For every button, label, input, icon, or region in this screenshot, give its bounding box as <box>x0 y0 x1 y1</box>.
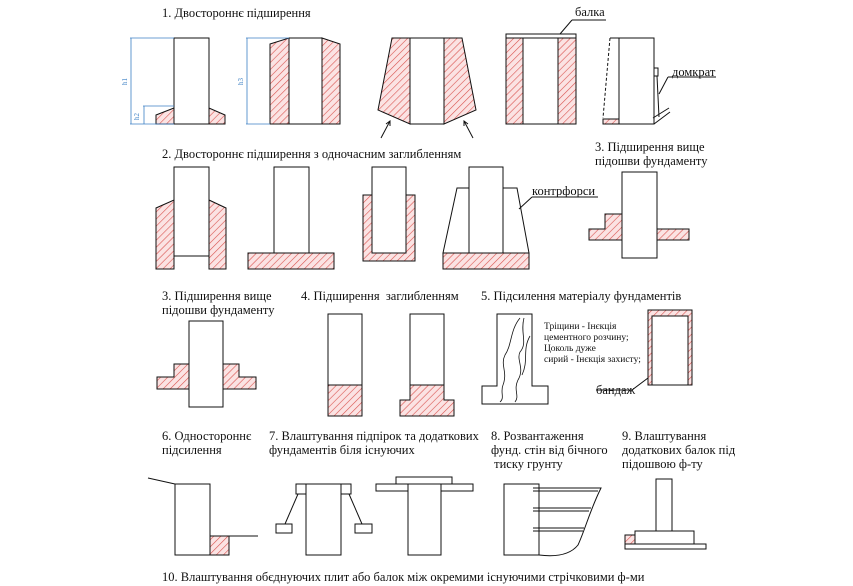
fig-7b <box>375 476 474 556</box>
callout-balka: балка <box>575 5 605 19</box>
label-section-1: 1. Двостороннє підширення <box>162 6 311 20</box>
fig-2a <box>155 166 227 270</box>
fig-3b <box>156 320 257 408</box>
callout-kontrforsy: контрфорси <box>532 184 596 198</box>
label-section-8: 8. Розвантаження фунд. стін від бічного … <box>491 429 608 471</box>
fig-4b <box>399 313 455 417</box>
fig-2b <box>247 166 335 270</box>
fig-2d <box>442 166 598 270</box>
fig-2c <box>362 166 416 262</box>
label-section-7: 7. Влаштування підпірок та додаткових фу… <box>269 429 479 457</box>
fig-3a <box>588 171 690 259</box>
fig-1b <box>246 37 341 125</box>
fig-7 <box>275 483 373 556</box>
dim-h1-fig1a: h1 <box>121 78 129 85</box>
label-section-3a: 3. Підширення вище підошви фундаменту <box>595 140 708 168</box>
fig-5b <box>596 309 693 391</box>
fig-1e <box>602 37 716 125</box>
fig-4a <box>327 313 363 417</box>
fig-1d <box>505 19 606 125</box>
label-section-4: 4. Підширення заглибленням <box>301 289 459 303</box>
fig-8 <box>503 483 602 557</box>
dim-h2-fig1a: h2 <box>133 113 141 120</box>
label-section-6: 6. Одностороннє підсилення <box>162 429 252 457</box>
fig-1a <box>130 37 226 125</box>
callout-bandazh: бандаж <box>596 383 636 397</box>
fig-6 <box>147 477 258 556</box>
callout-domkrat: домкрат <box>672 65 716 79</box>
label-section-2: 2. Двостороннє підширення з одночасним з… <box>162 147 462 161</box>
fig-9 <box>624 478 707 550</box>
label-section-10: 10. Влаштування обєднуючих плит або бало… <box>162 570 645 584</box>
label-section-5: 5. Підсилення матеріалу фундаментів <box>481 289 682 303</box>
callout-note: Тріщини - Інєкція цементного розчину; Цо… <box>544 322 641 365</box>
fig-1c <box>377 37 477 139</box>
dim-h3-fig1b: h3 <box>237 78 245 85</box>
label-section-3b: 3. Підширення вище підошви фундаменту <box>162 289 275 317</box>
fig-5a <box>481 313 549 405</box>
label-section-9: 9. Влаштування додаткових балок під підо… <box>622 429 736 471</box>
